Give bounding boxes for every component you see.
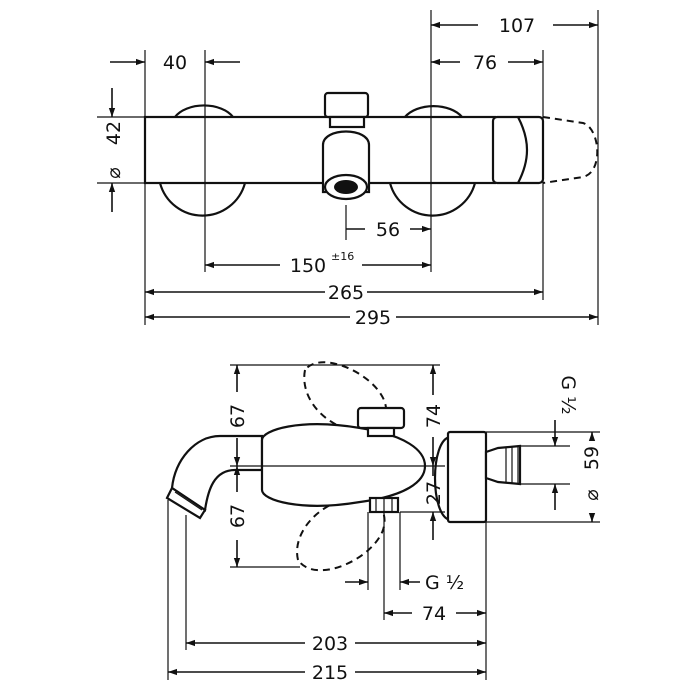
dim-203-label: 203 <box>312 633 348 655</box>
spout-tip <box>165 486 207 520</box>
dim-59-diameter-symbol: ⌀ <box>581 489 603 500</box>
dim-150-label: 150 <box>290 255 326 277</box>
dim-265-label: 265 <box>328 282 364 304</box>
lever-handle <box>260 423 427 507</box>
dim-107-label: 107 <box>499 15 535 37</box>
top-view: 107 76 40 42 ⌀ 56 150 ±16 265 295 <box>97 10 599 329</box>
dim-74-horizontal-label: 74 <box>422 603 446 625</box>
right-flange-bottom <box>388 182 477 217</box>
left-flange-bottom <box>158 182 247 217</box>
dim-56-label: 56 <box>376 219 400 241</box>
dim-215-label: 215 <box>312 662 348 684</box>
wall-flange <box>446 430 488 524</box>
diverter-knob-side <box>356 406 406 430</box>
spout-aerator <box>334 180 358 194</box>
dim-150-tolerance: ±16 <box>331 250 354 263</box>
dim-74-vertical-label: 74 <box>423 404 445 428</box>
dim-295-label: 295 <box>355 307 391 329</box>
diverter-stem <box>328 115 366 129</box>
dim-42-label: 42 <box>103 121 125 145</box>
left-flange-top <box>174 104 234 118</box>
dim-27-label: 27 <box>423 481 445 505</box>
thread-right-label: G ½ <box>557 375 579 414</box>
thread-bottom-label: G ½ <box>425 572 464 594</box>
dim-42-diameter-symbol: ⌀ <box>103 167 125 178</box>
diverter-knob <box>323 91 370 119</box>
dim-76-label: 76 <box>473 52 497 74</box>
shower-holder-curve <box>517 116 528 184</box>
dim-59-label: 59 <box>581 446 603 470</box>
right-flange-top <box>404 105 463 118</box>
mixer-body <box>143 115 497 185</box>
dim-40-label: 40 <box>163 52 187 74</box>
spout-tip-line <box>174 491 203 511</box>
lever-up-dashed <box>303 361 388 435</box>
shower-holder-dashed <box>542 116 599 184</box>
diverter-stem-side <box>366 426 396 438</box>
side-view: 67 67 74 27 G ½ 59 ⌀ G ½ 74 203 <box>165 361 603 684</box>
hose-connector <box>484 444 522 486</box>
dim-67-top-label: 67 <box>227 404 249 428</box>
dim-67-bottom-label: 67 <box>227 504 249 528</box>
